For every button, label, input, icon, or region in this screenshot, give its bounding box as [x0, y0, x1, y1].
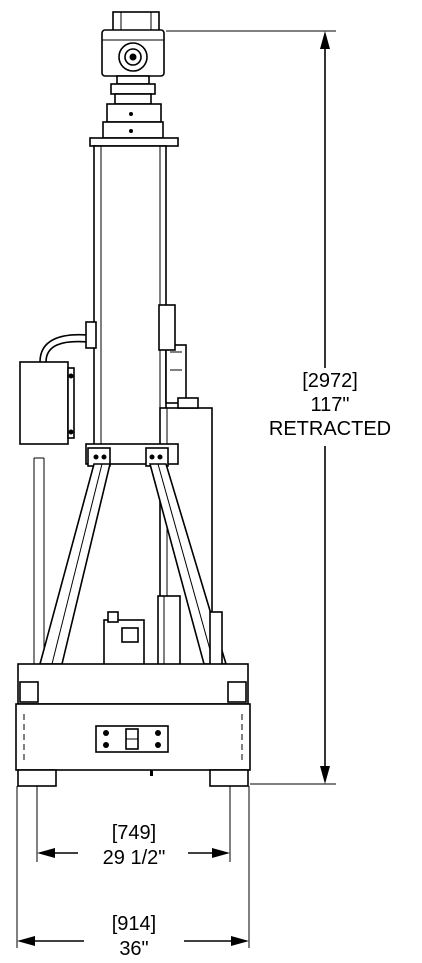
base-mechanisms: [103, 595, 223, 667]
outer-width-inch-label: 36": [119, 938, 148, 960]
height-note-label: RETRACTED: [269, 418, 391, 440]
height-dimension: [2972] 117" RETRACTED: [166, 30, 406, 785]
inner-width-mm-label: [749]: [112, 822, 156, 844]
top-motor-assembly: [101, 11, 165, 139]
mast-clamp: [85, 443, 179, 467]
outer-width-dimension: [914] 36": [16, 786, 250, 962]
base-frame: [15, 663, 251, 787]
height-inch-label: 117": [311, 394, 350, 416]
mast-column: [89, 137, 179, 452]
outer-width-mm-label: [914]: [112, 913, 156, 935]
control-box: [19, 321, 97, 445]
inner-width-inch-label: 29 1/2": [103, 847, 166, 869]
inner-width-dimension: [749] 29 1/2": [36, 786, 231, 872]
height-mm-label: [2972]: [302, 370, 358, 392]
